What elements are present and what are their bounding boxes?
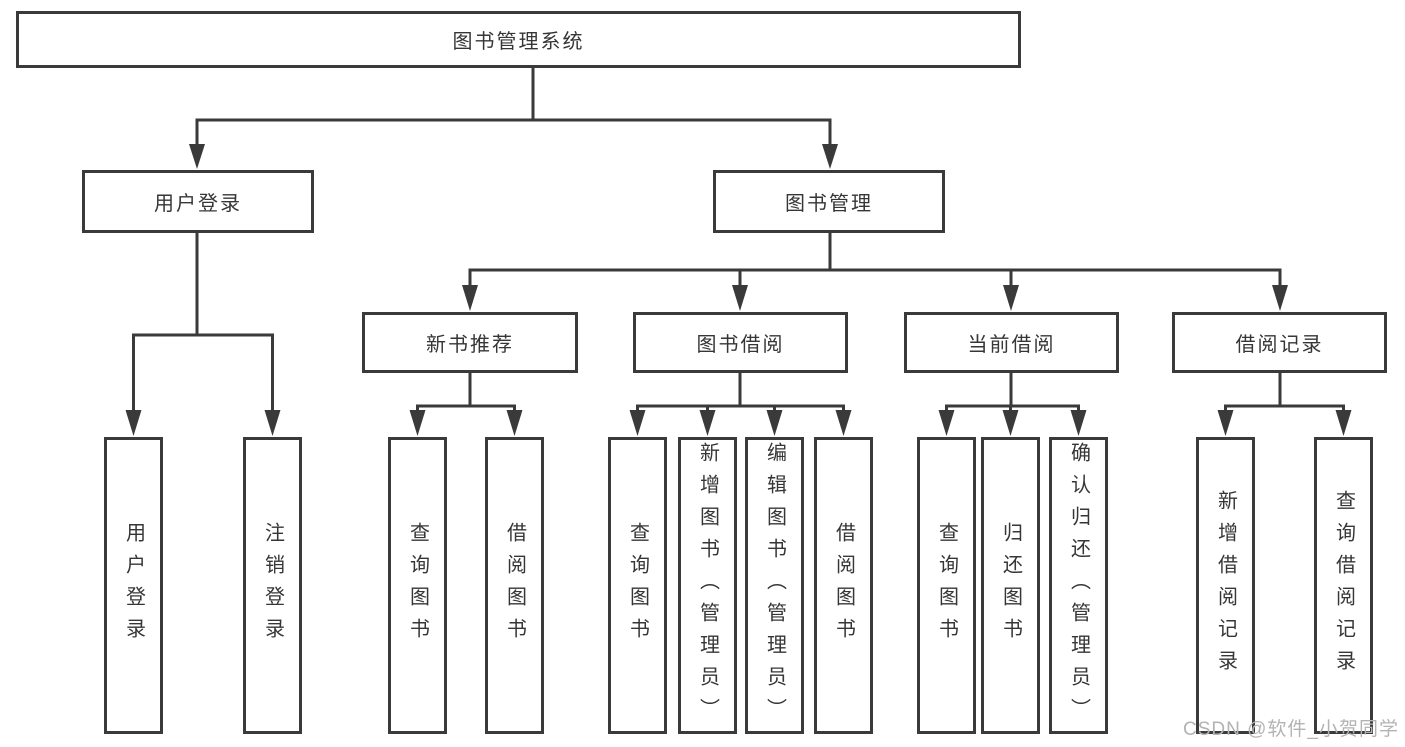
leaf-logout: 注销登录 [243,437,302,734]
leaf-edit-book-admin: 编辑图书（管理员） [745,437,804,734]
leaf-edit-book-admin-label: 编辑图书（管理员） [763,441,786,730]
leaf-query-books-current: 查询图书 [917,437,976,734]
leaf-return-books-label: 归还图书 [999,521,1022,650]
leaf-borrow-books-recommend: 借阅图书 [485,437,544,734]
connector-root-to-level2 [189,68,838,169]
csdn-watermark: CSDN @软件_小贺同学 [1183,719,1399,740]
connector-borrow-records-children [1217,373,1352,436]
node-user-login: 用户登录 [82,170,314,233]
leaf-user-login: 用户登录 [104,437,163,734]
leaf-query-borrow-record-label: 查询借阅记录 [1332,489,1355,682]
node-current-borrow-label: 当前借阅 [967,334,1056,356]
connector-book-management-children [462,233,1288,311]
node-book-management-label: 图书管理 [785,193,873,215]
connector-new-book-recommend-children [409,373,523,436]
leaf-add-borrow-record: 新增借阅记录 [1196,437,1255,734]
node-new-book-recommend: 新书推荐 [362,312,578,373]
node-book-borrow: 图书借阅 [633,312,848,373]
leaf-query-books-current-label: 查询图书 [935,521,958,650]
node-borrow-records: 借阅记录 [1172,312,1387,373]
leaf-confirm-return-admin-label: 确认归还（管理员） [1067,441,1090,730]
connector-book-borrow-children [629,373,852,436]
leaf-add-book-admin-label: 新增图书（管理员） [696,441,719,730]
leaf-confirm-return-admin: 确认归还（管理员） [1049,437,1108,734]
leaf-user-login-label: 用户登录 [122,521,145,650]
node-borrow-records-label: 借阅记录 [1235,334,1324,356]
leaf-logout-label: 注销登录 [261,521,284,650]
leaf-query-books-recommend: 查询图书 [388,437,447,734]
leaf-borrow-books-recommend-label: 借阅图书 [503,521,526,650]
node-book-management: 图书管理 [713,170,945,233]
leaf-query-books-recommend-label: 查询图书 [406,521,429,650]
leaf-return-books: 归还图书 [981,437,1040,734]
leaf-borrow-books-label: 借阅图书 [832,521,855,650]
node-current-borrow: 当前借阅 [904,312,1119,373]
leaf-query-borrow-record: 查询借阅记录 [1314,437,1373,734]
node-book-borrow-label: 图书借阅 [696,334,785,356]
leaf-query-books-borrow-label: 查询图书 [626,521,649,650]
leaf-borrow-books: 借阅图书 [814,437,873,734]
leaf-query-books-borrow: 查询图书 [608,437,667,734]
connector-user-login-children [125,233,281,436]
node-user-login-label: 用户登录 [154,193,242,215]
leaf-add-book-admin: 新增图书（管理员） [678,437,737,734]
node-new-book-recommend-label: 新书推荐 [426,334,514,356]
node-root-system-label: 图书管理系统 [452,31,585,53]
leaf-add-borrow-record-label: 新增借阅记录 [1214,489,1237,682]
node-root-system: 图书管理系统 [16,11,1021,68]
connector-current-borrow-children [938,373,1087,436]
